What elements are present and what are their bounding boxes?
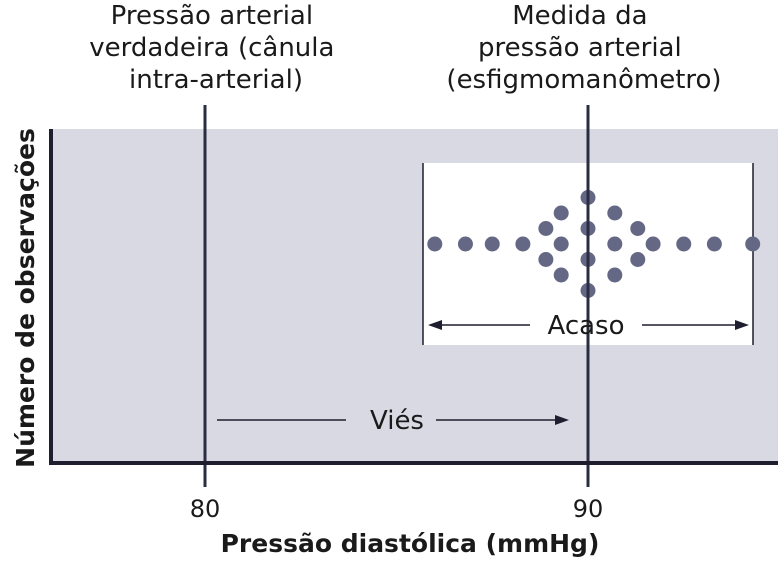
observation-dot: [427, 236, 443, 252]
observation-dot: [457, 236, 473, 252]
measured-pressure-label-line-1: Medida da: [512, 1, 647, 31]
observation-dot: [538, 221, 554, 236]
y-axis-title: Número de observações: [11, 128, 40, 468]
true-pressure-label-line-1: Pressão arterial: [111, 1, 313, 31]
observation-dot: [515, 236, 531, 252]
observation-dot: [607, 205, 623, 221]
observation-dot: [645, 236, 661, 252]
measured-pressure-label-line-2: pressão arterial: [478, 33, 682, 63]
bias-label: Viés: [370, 406, 424, 436]
x-tick-label-90: 90: [573, 495, 604, 523]
bias-arrow-head: [555, 415, 569, 425]
true-pressure-label-line-2: verdadeira (cânula: [89, 33, 334, 63]
observation-dot: [745, 236, 761, 252]
x-tick-label-80: 80: [190, 495, 221, 523]
bias-arrow: Viés: [217, 406, 569, 436]
x-axis-title: Pressão diastólica (mmHg): [221, 529, 600, 558]
true-pressure-label: Pressão arterial verdadeira (cânula intr…: [89, 1, 342, 95]
observation-dot: [630, 221, 646, 236]
observation-dot: [484, 236, 500, 252]
observation-dots: [427, 190, 761, 298]
measured-pressure-label: Medida da pressão arterial (esfigmomanôm…: [446, 1, 721, 95]
chance-label: Acaso: [547, 311, 624, 341]
chance-arrow-left-head: [428, 320, 442, 330]
observation-dot: [553, 205, 569, 221]
measured-pressure-label-line-3: (esfigmomanômetro): [446, 65, 721, 95]
observation-dot: [553, 236, 569, 252]
observation-dot: [706, 236, 722, 252]
chance-arrow-right-head: [735, 320, 749, 330]
observation-dot: [630, 252, 646, 267]
observation-dot: [553, 267, 569, 283]
observation-dot: [676, 236, 692, 252]
chance-arrow: Acaso: [428, 311, 749, 341]
true-pressure-label-line-3: intra-arterial): [129, 65, 303, 95]
observation-dot: [607, 267, 623, 283]
observation-dot: [538, 252, 554, 267]
observation-dot: [607, 236, 623, 252]
